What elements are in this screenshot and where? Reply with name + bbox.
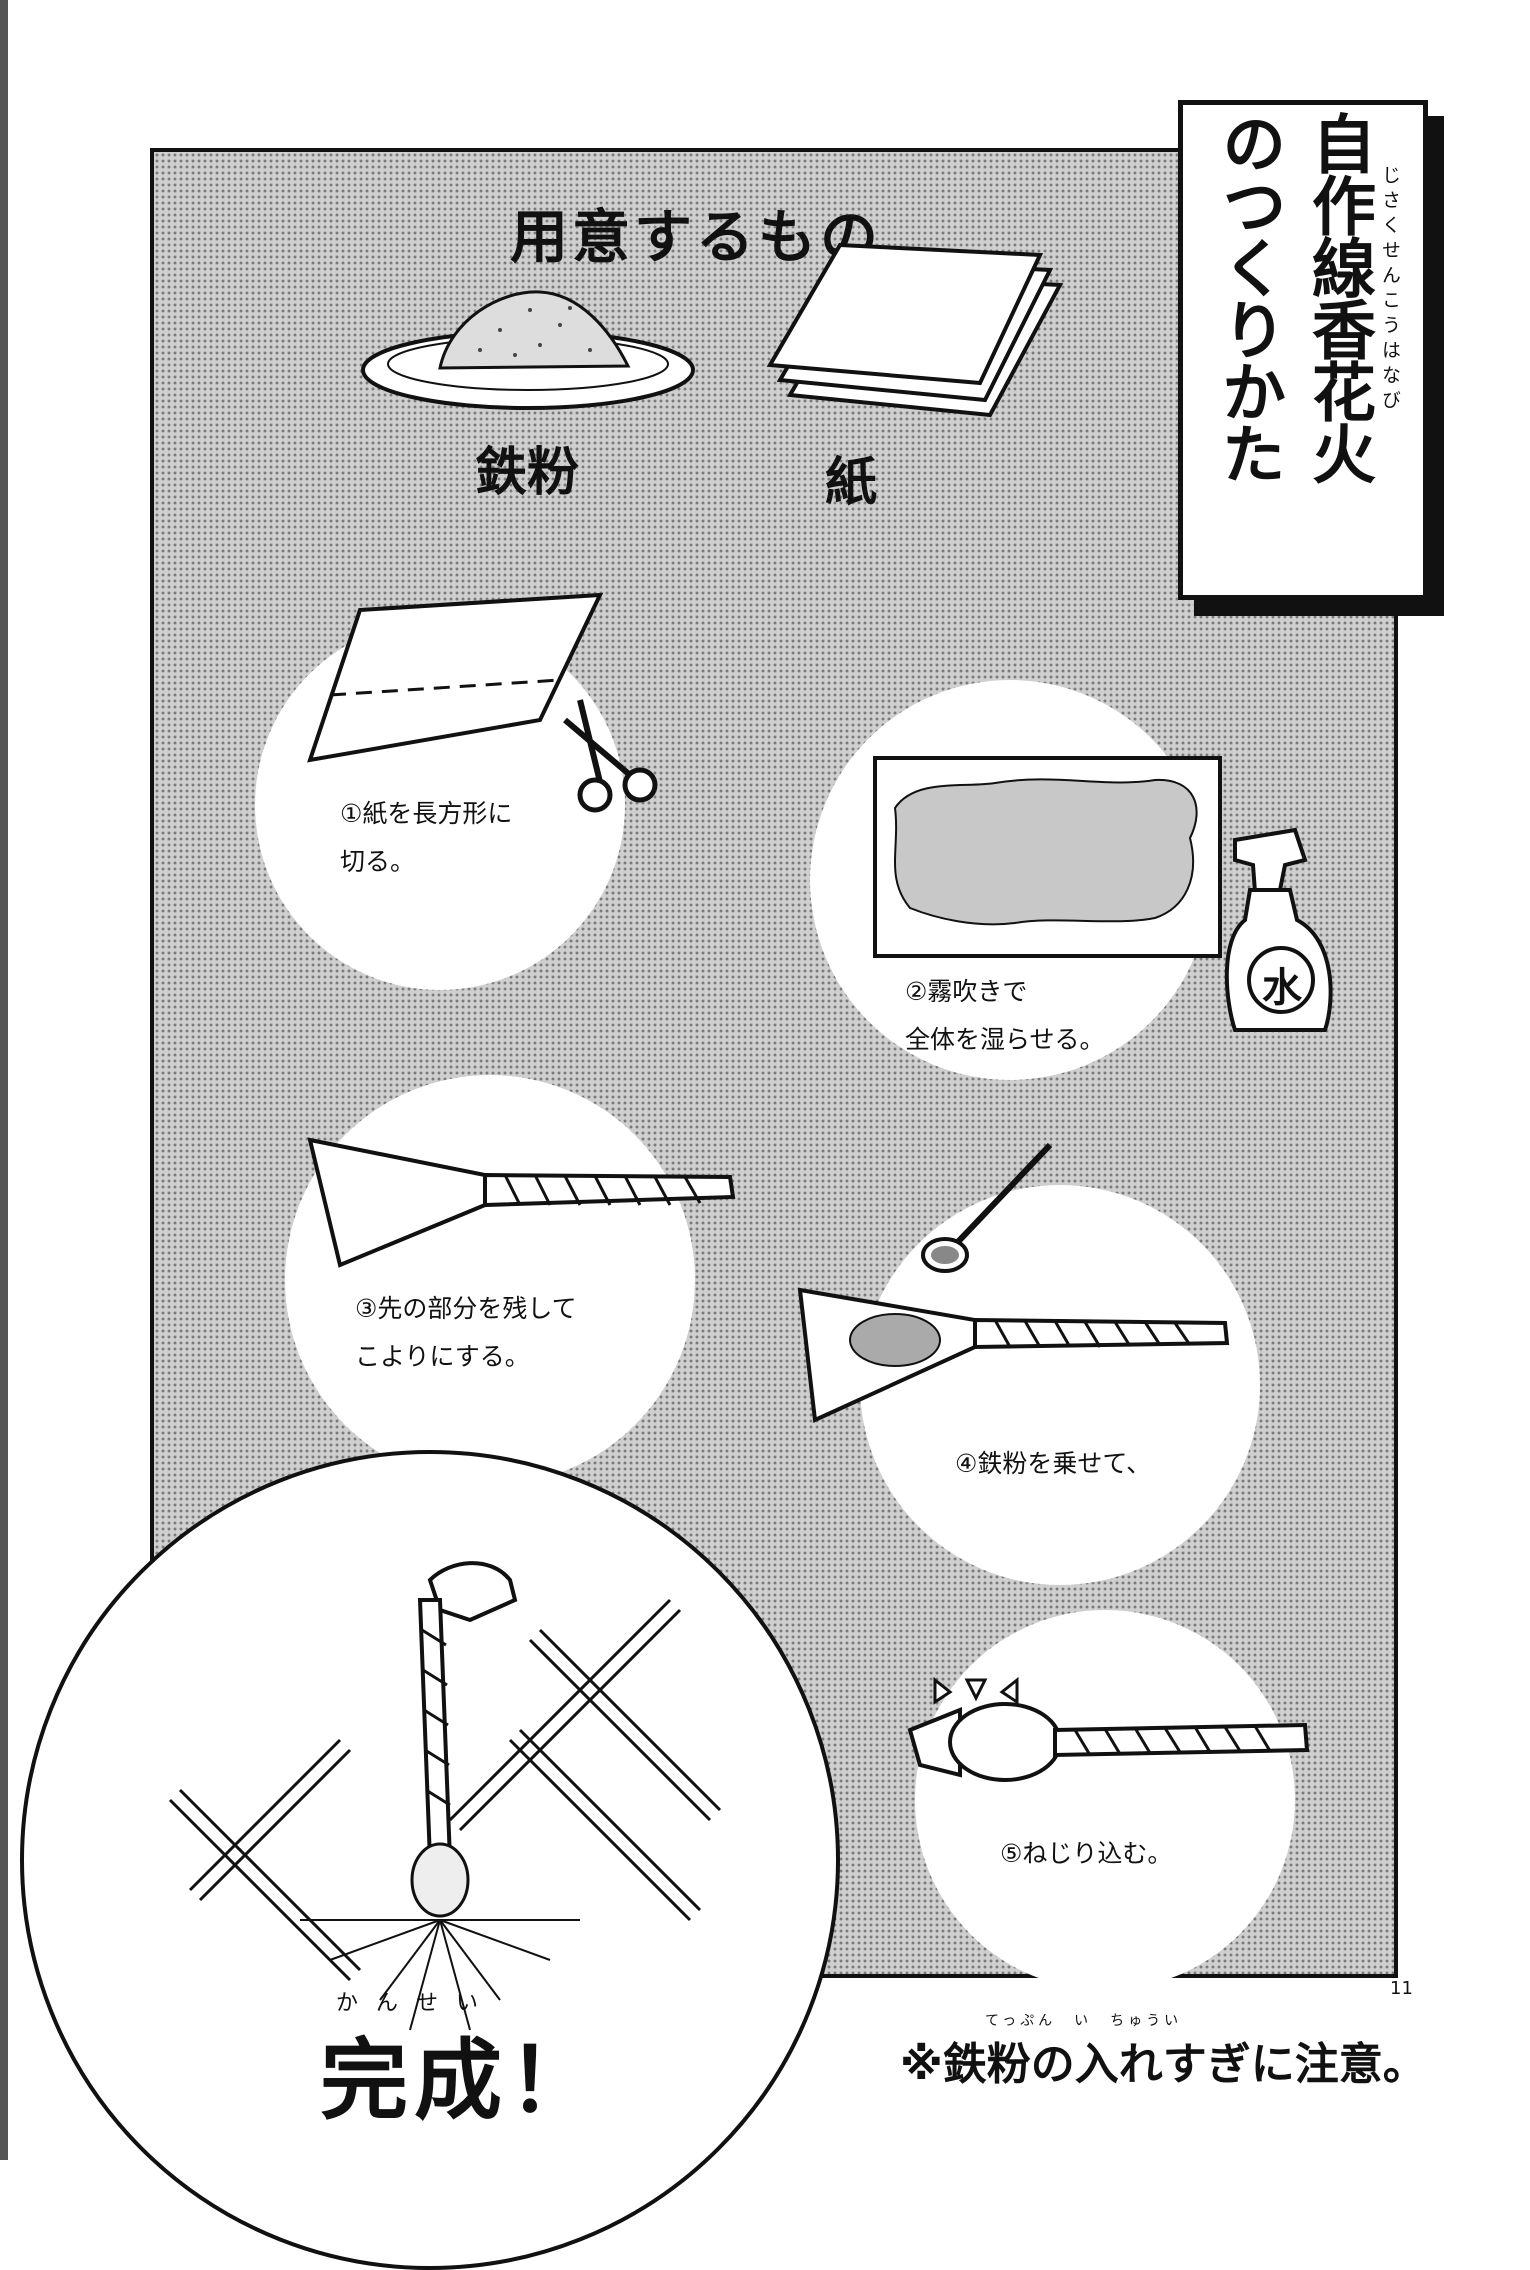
title-ruby: じさくせんこうはなび	[1379, 165, 1401, 415]
step-3-text: ③先の部分を残して こよりにする。	[355, 1294, 577, 1371]
step-3-circle	[285, 1075, 695, 1485]
page-edge	[0, 0, 8, 2160]
materials-heading: 用意するもの	[510, 203, 883, 271]
step-5-text: ⑤ねじり込む。	[1000, 1839, 1173, 1868]
step-2-frame	[873, 756, 1222, 958]
step-4-paper-with-powder	[797, 1287, 1230, 1423]
title-box: じさくせんこうはなび 自作線香花火 のつくりかた	[1178, 100, 1428, 600]
step-5-circle	[915, 1610, 1295, 1990]
paper-stack-illustration	[766, 242, 1064, 418]
note-ruby: てっぷん い ちゅうい	[985, 2013, 1183, 2029]
finish-ruby: かんせい	[336, 1991, 497, 2016]
spray-bottle-icon	[1224, 827, 1333, 1032]
step-5-candy-twist	[907, 1676, 1310, 1782]
title-line-1: 自作線香花火	[1301, 111, 1375, 483]
sparkler-illustration	[168, 1561, 722, 2031]
step-1-paper	[307, 592, 604, 763]
scissors-icon	[563, 699, 658, 813]
caution-note: ※鉄粉の入れすぎに注意。	[900, 2039, 1427, 2090]
paper-label: 紙	[825, 453, 878, 513]
iron-powder-illustration	[361, 290, 695, 410]
step-4-text: ④鉄粉を乗せて、	[955, 1449, 1152, 1478]
step-2-text: ②霧吹きで 全体を湿らせる。	[905, 977, 1105, 1054]
step-3-twisted-paper	[307, 1137, 736, 1268]
step-1-text: ①紙を長方形に 切る。	[340, 799, 513, 876]
page-number: 11	[1390, 1978, 1413, 1999]
finish-text: 完成！	[320, 2029, 603, 2132]
title-line-2: のつくりかた	[1211, 111, 1285, 483]
iron-powder-label: 鉄粉	[475, 443, 580, 503]
spray-bottle-label: 水	[1262, 965, 1302, 1011]
spoon-icon	[921, 1142, 1053, 1273]
